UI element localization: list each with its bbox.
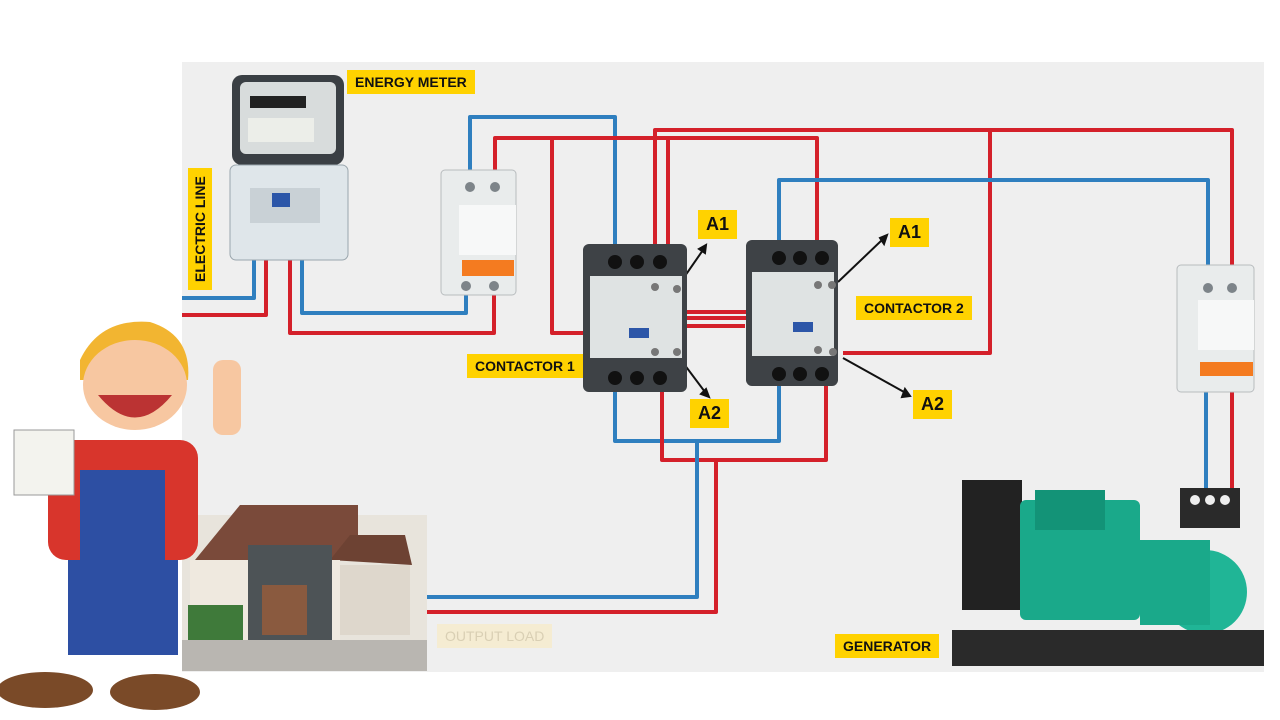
label-energy-meter: ENERGY METER bbox=[347, 70, 475, 94]
label-a1-contactor-1: A1 bbox=[698, 210, 738, 239]
label-contactor-2: CONTACTOR 2 bbox=[856, 296, 972, 320]
contactor-1 bbox=[583, 244, 687, 392]
breaker-generator bbox=[1176, 264, 1255, 393]
wire-load-blue bbox=[342, 441, 699, 599]
label-contactor-1: CONTACTOR 1 bbox=[467, 354, 583, 378]
breaker-grid bbox=[440, 169, 517, 296]
label-a2-contactor-2: A2 bbox=[913, 390, 953, 419]
label-a2-contactor-1: A2 bbox=[690, 399, 730, 428]
label-a1-contactor-2: A1 bbox=[890, 218, 930, 247]
wire-load-red bbox=[342, 460, 718, 614]
wire-meter-blue bbox=[300, 255, 468, 315]
label-electric-line: ELECTRIC LINE bbox=[188, 168, 212, 290]
label-output-load: OUTPUT LOAD bbox=[437, 624, 553, 648]
contactor-2 bbox=[746, 240, 838, 386]
label-generator: GENERATOR bbox=[835, 634, 940, 658]
wire-meter-red bbox=[288, 255, 496, 335]
wire-line-blue bbox=[182, 255, 256, 300]
generator-illustration bbox=[952, 480, 1264, 666]
arrow-a2-right bbox=[842, 357, 905, 393]
house-illustration bbox=[182, 505, 427, 671]
electrician-mascot bbox=[0, 321, 241, 710]
wire-breaker-blue bbox=[468, 115, 617, 250]
arrow-a1-right bbox=[837, 239, 883, 283]
wire-coil-red-2 bbox=[843, 130, 992, 355]
wire-gen-blue bbox=[777, 178, 1210, 283]
wire-interlock-red-1 bbox=[653, 128, 1234, 283]
energy-meter bbox=[229, 75, 349, 261]
wire-line-red bbox=[182, 255, 268, 317]
wire-out-red bbox=[660, 385, 828, 462]
